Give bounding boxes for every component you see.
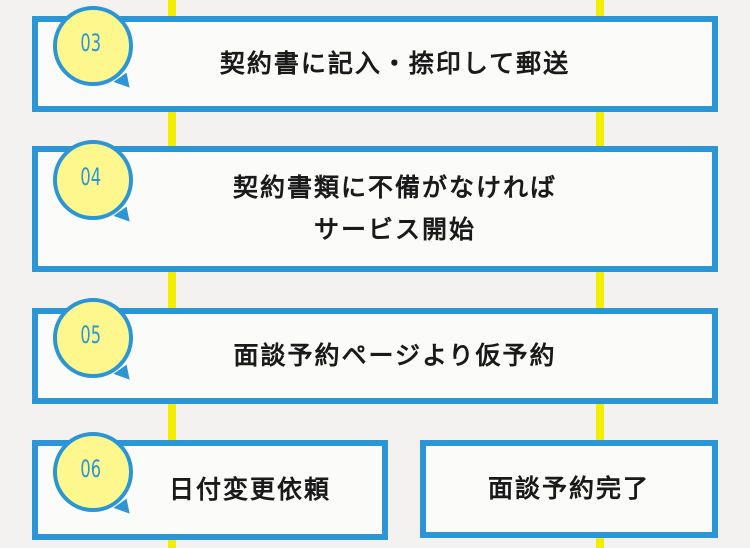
step-05-text: 面談予約ページより仮予約 <box>233 341 557 370</box>
step-03-text: 契約書に記入・捺印して郵送 <box>219 49 571 78</box>
flow-line-right <box>596 0 604 548</box>
step-04-text-line1: 契約書類に不備がなければ <box>232 173 557 202</box>
step-04-bubble: 04 <box>53 140 133 220</box>
step-number: 03 <box>80 29 102 57</box>
step-06-left-text: 日付変更依頼 <box>168 475 331 504</box>
step-number: 06 <box>80 455 102 483</box>
step-06-right-text: 面談予約完了 <box>487 474 650 503</box>
step-04-box: 契約書類に不備がなければ サービス開始 <box>32 146 718 272</box>
step-03-box: 契約書に記入・捺印して郵送 <box>32 16 718 112</box>
step-number: 05 <box>80 321 102 349</box>
step-06-right-box: 面談予約完了 <box>420 440 718 538</box>
step-05-box: 面談予約ページより仮予約 <box>32 308 718 404</box>
step-04-text-line2: サービス開始 <box>313 215 476 244</box>
flow-line-left <box>168 0 176 548</box>
step-03-bubble: 03 <box>53 6 133 86</box>
step-number: 04 <box>80 163 102 191</box>
step-06-bubble: 06 <box>53 432 133 512</box>
step-05-bubble: 05 <box>53 298 133 378</box>
